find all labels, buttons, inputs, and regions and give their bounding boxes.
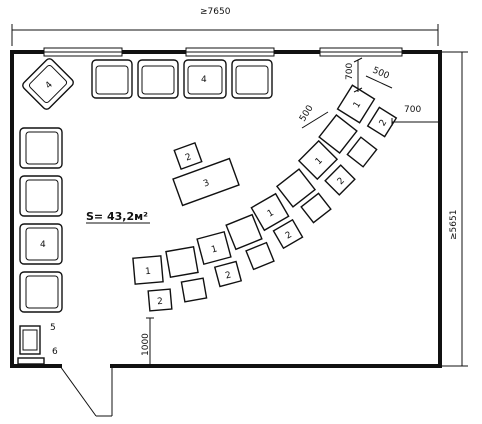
dim-700-vertical: 700 <box>345 63 355 80</box>
chair-label-7: 2 <box>336 176 347 187</box>
armchair-left-3: 4 <box>19 223 63 265</box>
armchair-left-1 <box>19 127 63 169</box>
pupil-chair-1: 2 <box>147 288 173 312</box>
pupil-chair-4 <box>245 241 275 271</box>
armchair-top-2 <box>137 59 179 99</box>
armchair-left-label: 4 <box>40 240 46 250</box>
teacher-desk-label: 3 <box>202 178 211 189</box>
pupil-chair-7: 2 <box>324 164 356 196</box>
pupil-desk-6 <box>275 168 317 208</box>
pupil-chair-9: 2 <box>366 106 398 138</box>
pupil-chair-6 <box>300 192 332 224</box>
armchair-label: 4 <box>201 75 207 85</box>
armchair-top-1 <box>91 59 133 99</box>
teacher-chair-label: 2 <box>184 152 193 163</box>
armchair-top-4 <box>231 59 273 99</box>
room-walls <box>10 47 442 368</box>
height-dimension: ≥5651 <box>440 51 468 367</box>
pupil-desk-1: 1 <box>132 255 164 285</box>
width-dimension-label: ≥7650 <box>200 7 231 17</box>
pupil-desk-9: 1 <box>336 84 376 124</box>
desk-label-5: 1 <box>266 208 276 220</box>
sink: 5 <box>19 323 56 355</box>
item-six: 6 <box>17 347 58 365</box>
pupil-desk-8 <box>318 113 358 155</box>
armchair-left-4 <box>19 271 63 313</box>
entrance-door <box>59 365 113 417</box>
dim-1000: 1000 <box>141 333 151 356</box>
desk-label-1: 1 <box>145 267 152 277</box>
pupil-desk-4 <box>225 213 263 251</box>
armchair-left-2 <box>19 175 63 217</box>
sink-label: 5 <box>50 323 56 333</box>
desk-label-7: 1 <box>314 156 325 167</box>
pupil-desk-3: 1 <box>196 230 232 266</box>
pupil-desk-7: 1 <box>297 139 339 181</box>
pupil-chair-8 <box>346 136 378 168</box>
chair-label-5: 2 <box>284 230 294 242</box>
armchair-top-3: 4 <box>183 59 227 99</box>
area-label-group: S= 43,2м² <box>86 210 150 224</box>
width-dimension: ≥7650 <box>11 7 439 46</box>
pupil-chair-3: 2 <box>213 260 243 288</box>
armchair-corner: 4 <box>22 58 74 110</box>
desk-label-3: 1 <box>210 244 218 255</box>
item-six-label: 6 <box>52 347 58 357</box>
pupil-chair-5: 2 <box>272 218 304 250</box>
area-label: S= 43,2м² <box>86 210 148 223</box>
teacher-desk: 3 <box>172 157 240 207</box>
dim-700-horizontal: 700 <box>404 105 421 115</box>
pupil-desk-5: 1 <box>250 192 290 232</box>
chair-label-9: 2 <box>378 118 390 128</box>
pupil-chair-2 <box>180 277 208 303</box>
teacher-chair: 2 <box>173 141 203 171</box>
armchair-corner-label: 4 <box>44 80 55 91</box>
chair-label-3: 2 <box>224 270 232 281</box>
pupil-desk-2 <box>165 245 199 279</box>
chair-label-1: 2 <box>157 297 164 307</box>
dimension-annotations: 700 500 500 700 1000 <box>141 57 440 366</box>
height-dimension-label: ≥5651 <box>449 210 459 240</box>
desk-label-9: 1 <box>352 100 364 110</box>
